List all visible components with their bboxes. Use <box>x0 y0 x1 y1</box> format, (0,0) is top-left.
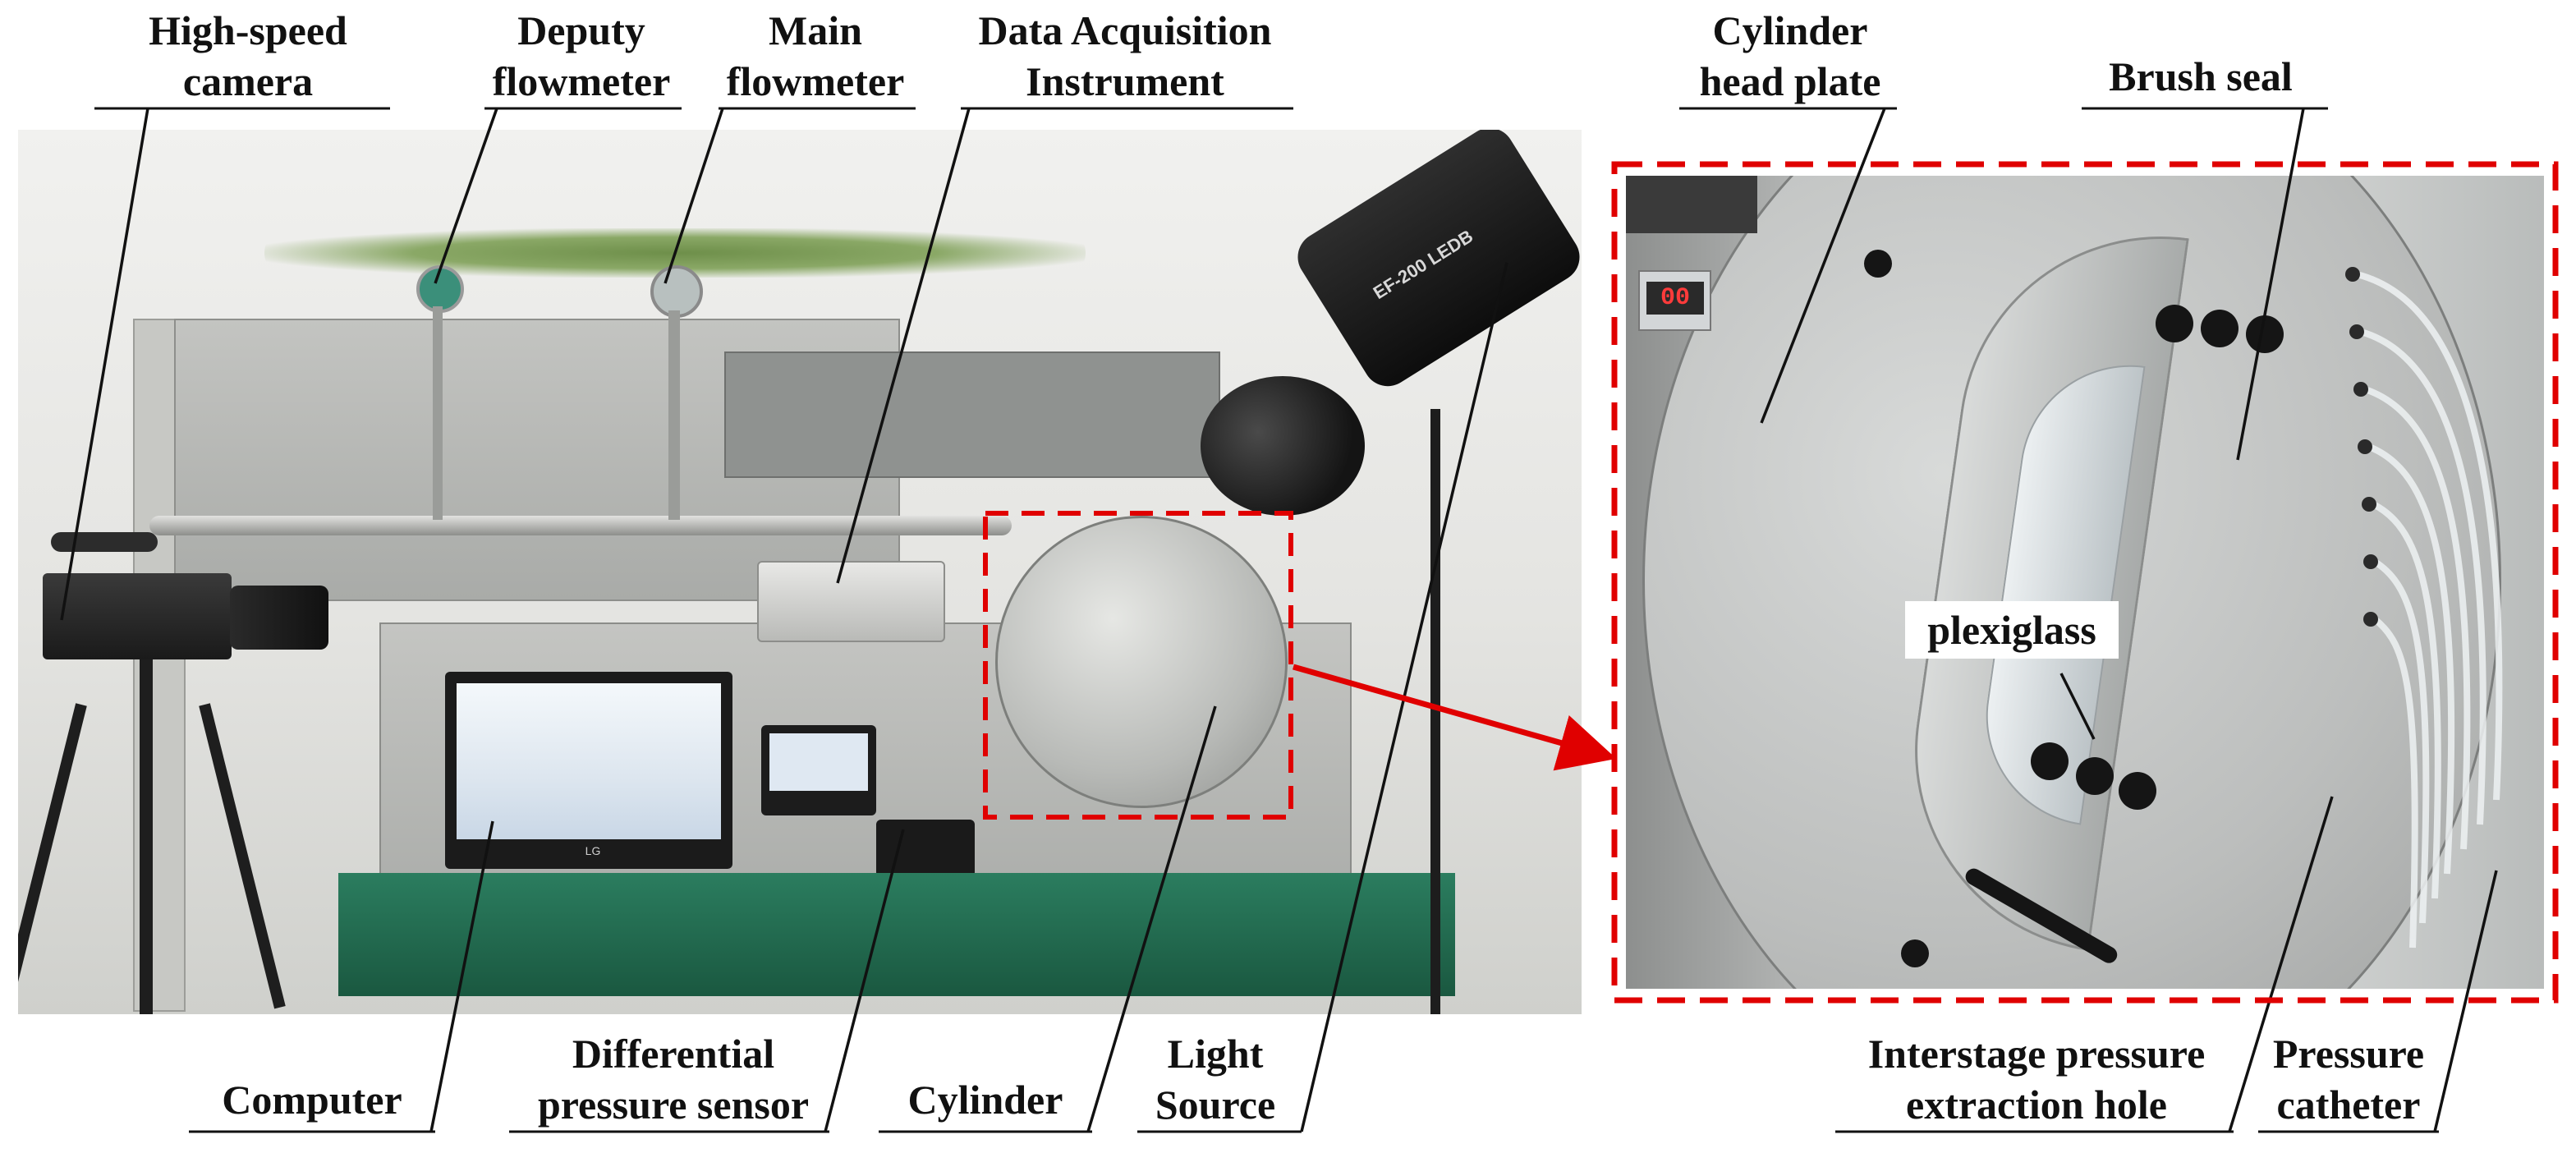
lamp-reflector <box>1201 376 1365 516</box>
tripod-column <box>140 655 153 1014</box>
label-computer: Computer <box>222 1077 402 1123</box>
camera-lens <box>230 586 328 650</box>
tripod-leg-left <box>18 703 87 1009</box>
computer-monitor: LG <box>445 672 732 869</box>
camera-body <box>43 573 232 659</box>
lamp-housing: EF-200 LEDB <box>1288 130 1582 396</box>
test-rig-photo: LG EF-200 LEDB <box>18 130 1582 1014</box>
pressure-catheters <box>1965 267 2503 963</box>
green-table <box>338 873 1455 996</box>
lamp-brand: EF-200 LEDB <box>1369 225 1477 304</box>
lamp-stand <box>1430 409 1440 1014</box>
cylinder-disk <box>995 516 1288 808</box>
brush-seal-closeup-photo: 00 <box>1626 176 2544 989</box>
pressure-sensors <box>876 820 975 877</box>
data-acquisition-box <box>757 561 945 642</box>
hose <box>51 532 158 552</box>
label-plexiglass: plexiglass <box>1905 601 2119 659</box>
deputy-flowmeter-stem <box>433 306 443 520</box>
flow-pipe <box>149 516 1012 535</box>
main-flowmeter-stem <box>668 310 680 520</box>
monitor-brand: LG <box>585 844 601 857</box>
dark-window-panel <box>724 351 1220 478</box>
monitor-screen <box>457 683 721 839</box>
tripod-leg-right <box>199 703 286 1009</box>
label-cylinder: Cylinder <box>907 1077 1063 1123</box>
touch-display-screen <box>769 733 868 791</box>
label-brush-seal: Brush seal <box>2109 53 2293 99</box>
touch-display <box>761 725 876 815</box>
